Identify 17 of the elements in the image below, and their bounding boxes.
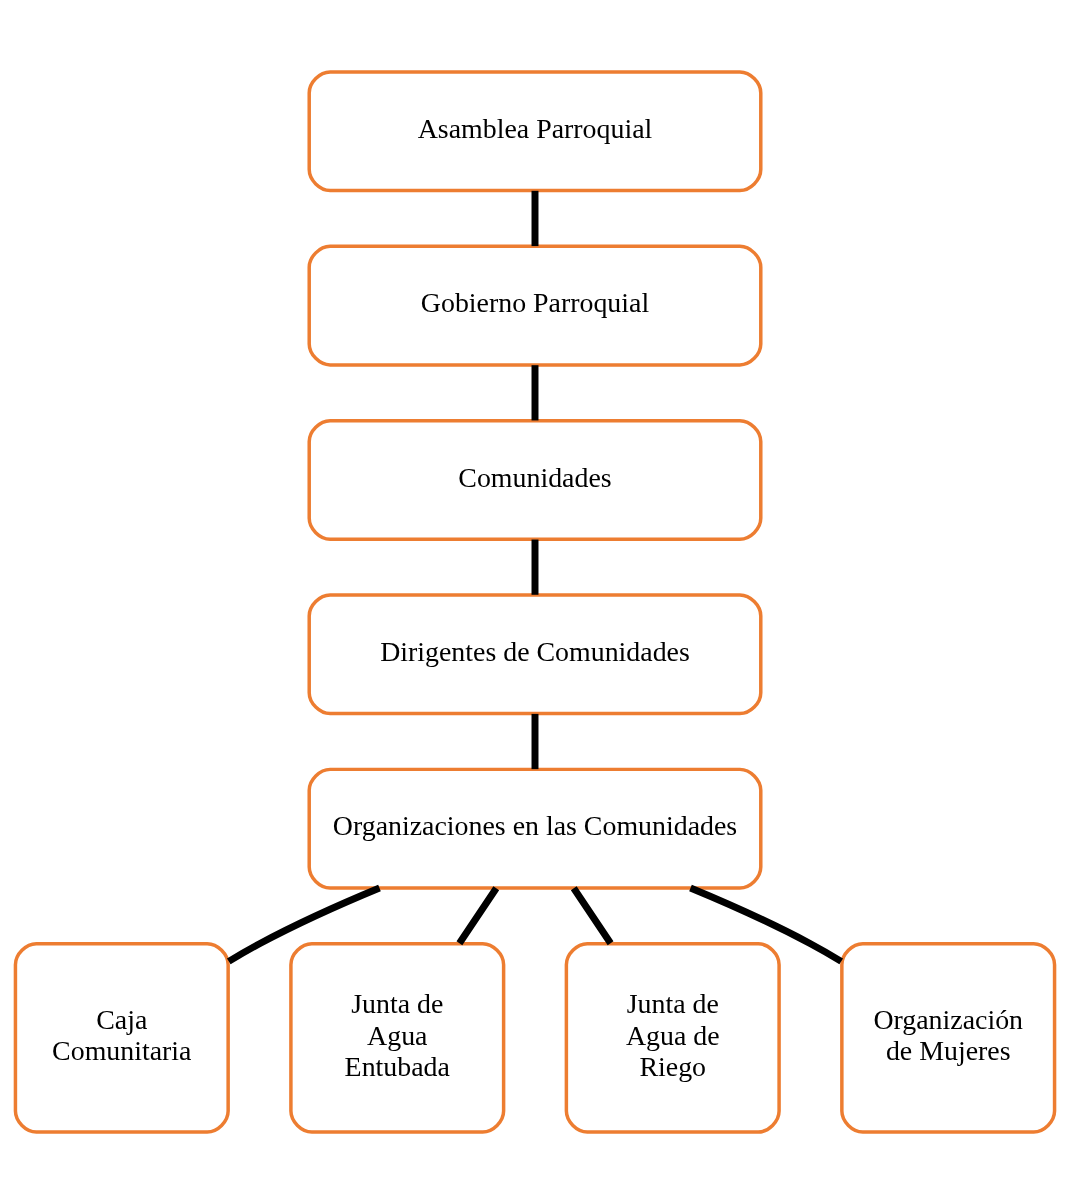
connector bbox=[226, 884, 381, 964]
connector bbox=[456, 885, 500, 945]
node-box: Caja Comunitaria bbox=[13, 941, 230, 1134]
connector bbox=[689, 884, 844, 964]
node-box: Organización de Mujeres bbox=[840, 941, 1057, 1134]
node-box: Dirigentes de Comunidades bbox=[307, 592, 763, 715]
connector bbox=[570, 885, 614, 945]
node-box: Asamblea Parroquial bbox=[307, 69, 763, 192]
node-box: Junta de Agua de Riego bbox=[564, 941, 781, 1134]
connector bbox=[531, 190, 539, 246]
node-box: Organizaciones en las Comunidades bbox=[307, 767, 763, 890]
connector bbox=[531, 713, 539, 769]
node-box: Comunidades bbox=[307, 418, 763, 541]
connector bbox=[531, 539, 539, 595]
node-box: Junta de Agua Entubada bbox=[289, 941, 506, 1134]
connector bbox=[531, 364, 539, 420]
node-box: Gobierno Parroquial bbox=[307, 244, 763, 367]
